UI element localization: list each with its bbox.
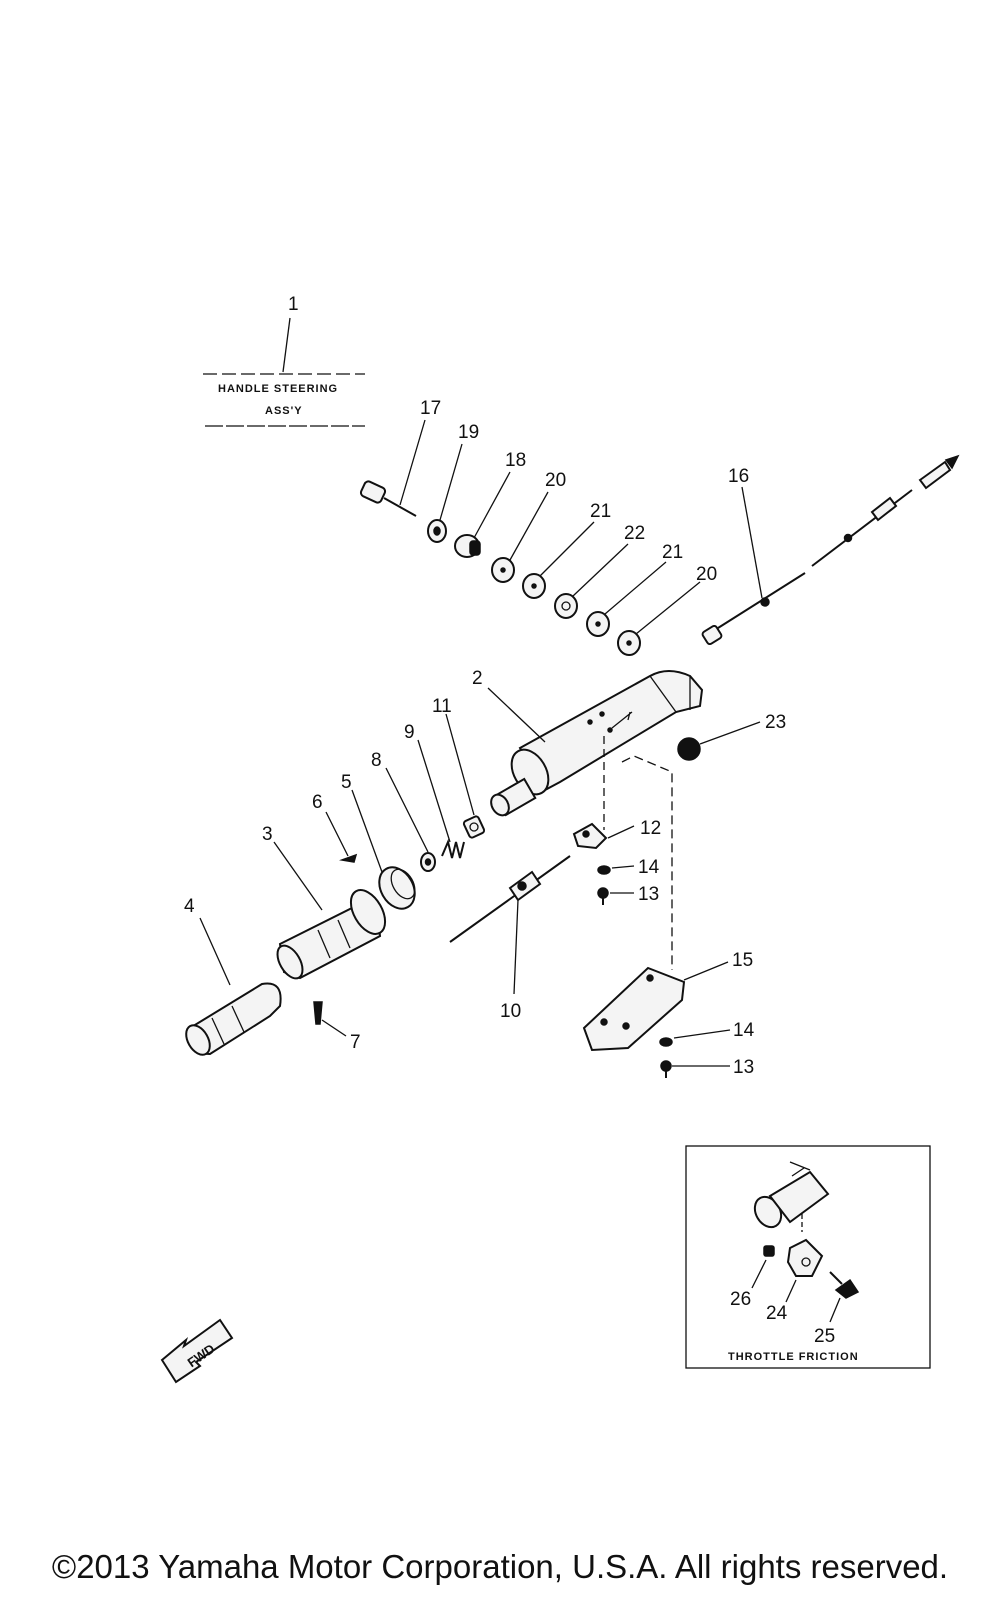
callout-10: 10 xyxy=(500,1001,521,1022)
callout-18: 18 xyxy=(505,450,526,471)
part-9-spring: 9 xyxy=(404,722,465,859)
part-10-cam-rod: 10 xyxy=(449,855,571,1022)
part-14-washer-upper: 14 xyxy=(597,857,660,878)
callout-1: 1 xyxy=(288,294,299,315)
callout-21-lower: 21 xyxy=(662,542,683,563)
callout-26: 26 xyxy=(730,1289,751,1310)
callout-20-lower: 20 xyxy=(696,564,717,585)
part-15-bracket-plate: 15 xyxy=(582,950,753,1052)
callout-7: 7 xyxy=(350,1032,361,1053)
callout-25: 25 xyxy=(814,1326,835,1347)
callout-14-lower: 14 xyxy=(733,1020,755,1041)
part-13-screw-lower: 13 xyxy=(660,1057,754,1078)
part-17-bolt: 17 xyxy=(359,398,441,517)
callout-4: 4 xyxy=(184,896,195,917)
callout-2: 2 xyxy=(472,668,483,689)
callout-12: 12 xyxy=(640,818,661,839)
callout-14-upper: 14 xyxy=(638,857,660,878)
part-3-throttle-shaft: 3 xyxy=(262,824,387,980)
part-20-washer-lower: 20 xyxy=(617,564,717,656)
part-20-washer-upper: 20 xyxy=(491,470,566,583)
part-18-collar: 18 xyxy=(454,450,526,558)
part-12-bracket: 12 xyxy=(572,818,661,850)
callout-8: 8 xyxy=(371,750,382,771)
callout-13-lower: 13 xyxy=(733,1057,754,1078)
callout-21-upper: 21 xyxy=(590,501,611,522)
callout-9: 9 xyxy=(404,722,415,743)
callout-13-upper: 13 xyxy=(638,884,659,905)
title-block: 1 HANDLE STEERING ASS'Y xyxy=(203,294,365,427)
part-11-nut: 11 xyxy=(432,696,486,839)
callout-19: 19 xyxy=(458,422,479,443)
callout-5: 5 xyxy=(341,772,352,793)
part-23-knob: 23 xyxy=(677,712,786,761)
part-13-screw-upper: 13 xyxy=(597,884,659,905)
part-7-screw: 7 xyxy=(313,1001,361,1053)
part-6-pin: 6 xyxy=(312,792,358,863)
title-line-1: HANDLE STEERING xyxy=(218,383,338,395)
part-22-washer: 22 xyxy=(554,523,645,619)
title-line-2: ASS'Y xyxy=(265,405,303,417)
part-4-grip: 4 xyxy=(184,896,282,1056)
part-8-ring: 8 xyxy=(371,750,436,872)
callout-23: 23 xyxy=(765,712,786,733)
part-16-throttle-rod: 16 xyxy=(701,454,960,646)
callout-11: 11 xyxy=(432,696,452,717)
throttle-friction-inset: 26 24 25 THROTTLE FRICTION xyxy=(685,1145,931,1369)
part-19-washer: 19 xyxy=(427,422,479,543)
callout-3: 3 xyxy=(262,824,273,845)
inset-caption: THROTTLE FRICTION xyxy=(728,1351,859,1363)
part-21-washer-upper: 21 xyxy=(522,501,611,599)
copyright-notice: ©2013 Yamaha Motor Corporation, U.S.A. A… xyxy=(51,1548,949,1585)
callout-22: 22 xyxy=(624,523,645,544)
callout-20-upper: 20 xyxy=(545,470,566,491)
callout-17: 17 xyxy=(420,398,441,419)
assembly-guide-lines xyxy=(603,736,673,970)
callout-16: 16 xyxy=(728,466,749,487)
part-14-washer-lower: 14 xyxy=(659,1020,755,1047)
callout-24: 24 xyxy=(766,1303,788,1324)
part-21-washer-lower: 21 xyxy=(586,542,683,637)
part-5-sleeve: 5 xyxy=(341,772,416,910)
forward-direction-arrow-icon: FWD xyxy=(160,1318,234,1384)
part-2-steering-handle: 2 xyxy=(472,668,704,817)
callout-6: 6 xyxy=(312,792,323,813)
callout-15: 15 xyxy=(732,950,753,971)
